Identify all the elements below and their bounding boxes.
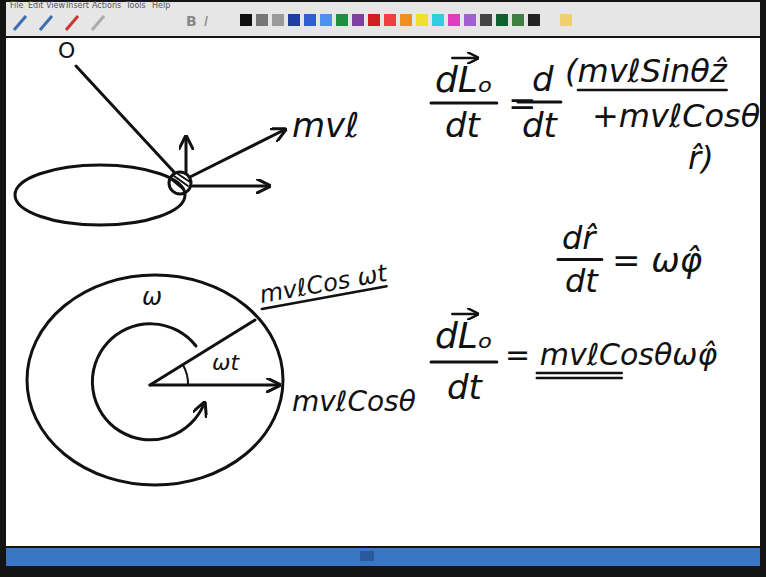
- equation-term: dt: [445, 108, 480, 142]
- equation-term: dt: [522, 108, 557, 142]
- equation-term: dLₒ: [435, 318, 493, 354]
- double-underline: [537, 377, 622, 380]
- menu-item: Insert: [66, 2, 89, 10]
- component-label: mvℓCosθ: [292, 388, 416, 416]
- vector-arrow: [452, 57, 476, 60]
- menu-item: Tools: [126, 2, 146, 10]
- equation-term: (mvℓSinθẑ: [565, 55, 727, 87]
- fraction-bar: [431, 361, 497, 364]
- equation-term: dt: [447, 370, 482, 404]
- menu-item: Help: [152, 2, 170, 10]
- angular-velocity-label: ω: [142, 285, 162, 309]
- component-label: mvℓCos ωt: [258, 261, 389, 307]
- fraction-bar: [431, 102, 497, 105]
- menu-item: File: [10, 2, 23, 10]
- point-label: O: [58, 40, 75, 62]
- menu-item: View: [46, 2, 65, 10]
- canvas: [6, 38, 760, 546]
- underline: [578, 89, 727, 92]
- menu-item: Actions: [92, 2, 121, 10]
- equation-term: dr̂: [562, 222, 595, 254]
- toolbar: [6, 2, 760, 36]
- pen-icons: [14, 16, 104, 30]
- vector-label: mvℓ: [292, 108, 359, 142]
- fraction-bar: [558, 258, 602, 261]
- equation-term: +mvℓCosθ: [592, 100, 760, 132]
- double-underline: [537, 372, 622, 375]
- top-view-circles: [27, 275, 283, 485]
- equation-term: d: [532, 62, 554, 96]
- menu-item: Edit: [28, 2, 44, 10]
- equation-term: = ωφ̂: [612, 243, 702, 277]
- page-tab: [360, 551, 374, 561]
- vector-arrow: [452, 313, 476, 316]
- toolbar-button: B: [186, 14, 197, 28]
- toolbar-button: I: [204, 14, 208, 28]
- equation-term: r̂): [688, 142, 714, 174]
- color-palette: [240, 14, 572, 26]
- equation-term: dLₒ: [435, 62, 493, 98]
- status-bar: [6, 548, 760, 566]
- equation-term: dt: [565, 265, 598, 297]
- angle-label: ωt: [212, 352, 239, 374]
- conical-pendulum: [15, 66, 284, 225]
- equation-term: = mvℓCosθωφ̂: [505, 340, 717, 370]
